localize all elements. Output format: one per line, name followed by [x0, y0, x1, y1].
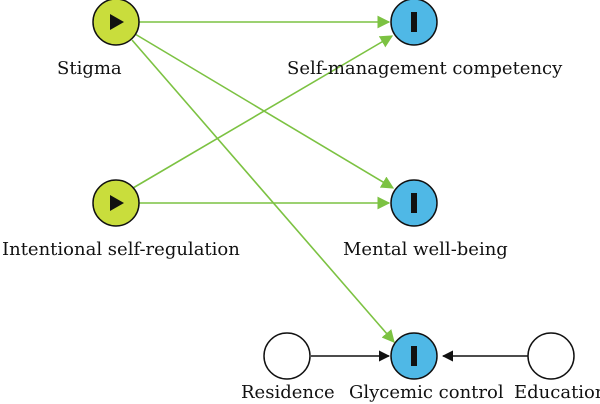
edge-stigma-to-glycemic-control: [131, 39, 395, 343]
node-residence: Residence: [241, 332, 335, 403]
node-self-management-competency: Self-management competency: [287, 0, 563, 79]
bar-icon: [411, 346, 417, 366]
node-label-stigma: Stigma: [57, 58, 122, 79]
node-education: Education: [514, 332, 600, 403]
node-glycemic-control: Glycemic control: [349, 332, 504, 403]
node-label-residence: Residence: [241, 382, 335, 403]
node-intentional-self-regulation: Intentional self-regulation: [2, 179, 240, 260]
edges: [131, 15, 528, 362]
play-icon: [110, 195, 124, 211]
play-icon: [110, 14, 124, 30]
node-mental-well-being: Mental well-being: [343, 179, 508, 260]
node-stigma: Stigma: [57, 0, 140, 79]
node-label-intentional-self-regulation: Intentional self-regulation: [2, 239, 240, 260]
edge-intentional-self-regulation-to-self-management-competency: [132, 35, 394, 189]
node-label-mental-well-being: Mental well-being: [343, 239, 508, 260]
node-label-glycemic-control: Glycemic control: [349, 382, 504, 403]
bar-icon: [411, 193, 417, 213]
node-label-education: Education: [514, 382, 600, 403]
bar-icon: [411, 12, 417, 32]
node-label-self-management-competency: Self-management competency: [287, 58, 563, 79]
